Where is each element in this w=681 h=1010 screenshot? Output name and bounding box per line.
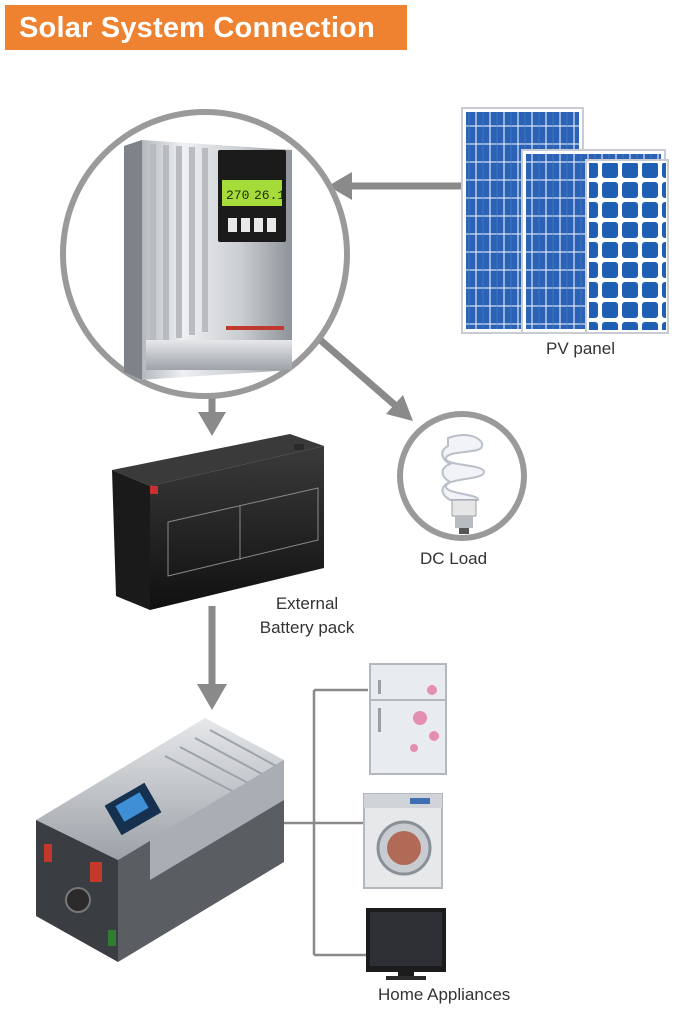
refrigerator-image <box>369 663 447 775</box>
battery-label-line2: Battery pack <box>259 618 355 637</box>
controller-display-right: 26.1 <box>254 188 285 203</box>
home-appliances-label: Home Appliances <box>378 985 511 1004</box>
battery-image <box>112 434 324 610</box>
charge-controller-image: 270 26.1 <box>60 109 350 399</box>
appliance-wiring <box>284 688 370 957</box>
arrow-battery-to-inverter <box>197 606 227 710</box>
controller-display-left: 270 <box>226 188 249 203</box>
washing-machine-image <box>363 793 443 889</box>
pv-panel-label: PV panel <box>546 339 615 358</box>
inverter-image <box>36 718 284 962</box>
dc-load-label: DC Load <box>420 549 488 568</box>
dc-load-image <box>397 411 527 541</box>
battery-label: External Battery pack <box>255 592 359 640</box>
arrow-pv-to-controller <box>328 172 462 200</box>
page-title: Solar System Connection <box>19 12 375 44</box>
pv-panel-image <box>461 107 669 334</box>
arrow-controller-to-dc-load <box>315 335 413 421</box>
title-banner: Solar System Connection <box>5 5 407 50</box>
battery-label-line1: External <box>275 594 339 613</box>
television-image <box>366 908 446 980</box>
